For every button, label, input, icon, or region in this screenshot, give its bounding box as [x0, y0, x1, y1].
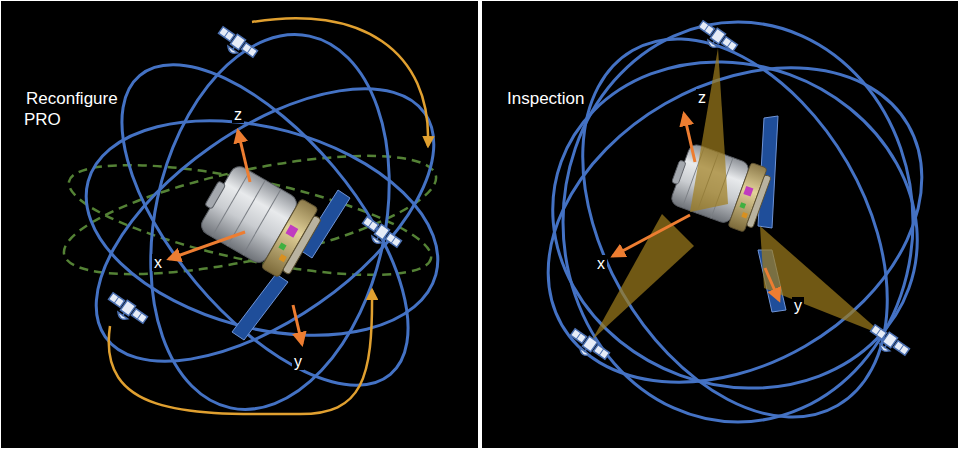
axis-arrow	[293, 305, 302, 344]
sensor-cone	[690, 48, 728, 212]
satellite-icon	[866, 323, 911, 362]
axis-label: y	[292, 352, 304, 372]
orbit-path	[520, 0, 950, 449]
axis-label: x	[595, 254, 607, 274]
satellite-icon	[214, 25, 259, 64]
axis-label: y	[792, 296, 804, 316]
axis-label: z	[232, 105, 244, 125]
axis-label-text: z	[696, 89, 708, 106]
orbit-path	[62, 85, 461, 371]
panel-title: Inspection	[505, 88, 587, 109]
sensor-cone	[760, 226, 885, 336]
transfer-arrow	[109, 290, 372, 414]
axis-label-text: x	[152, 254, 164, 271]
orbit-path	[71, 18, 460, 432]
panel-title: Reconfigure PRO	[24, 88, 129, 131]
spacecraft	[192, 158, 326, 281]
satellite-icon	[566, 327, 611, 366]
target-orbit	[61, 142, 440, 297]
axis-arrow	[765, 268, 779, 300]
satellite-icon	[694, 19, 739, 58]
axis-label-text: x	[595, 255, 607, 272]
axis-arrow	[684, 114, 695, 162]
axis-arrow	[613, 215, 690, 256]
orbit-path	[118, 12, 422, 432]
orbit-path	[492, 4, 959, 446]
axis-arrow	[169, 232, 245, 259]
axis-arrow	[238, 131, 250, 182]
axis-label-text: y	[792, 297, 804, 314]
orbit-path	[563, 22, 913, 422]
axis-label-text: y	[292, 353, 304, 370]
solar-panel	[232, 274, 288, 340]
transfer-arrow	[252, 18, 428, 146]
axis-label-text: z	[232, 106, 244, 123]
satellite-icon	[104, 291, 149, 330]
axis-label: x	[152, 253, 164, 273]
axis-label: z	[696, 88, 708, 108]
panel-title-text: Inspection	[505, 89, 587, 108]
sensor-cone	[592, 214, 694, 340]
satellite-icon	[358, 215, 403, 254]
panel-title-text: Reconfigure PRO	[24, 89, 118, 129]
panel-background	[1, 1, 478, 448]
